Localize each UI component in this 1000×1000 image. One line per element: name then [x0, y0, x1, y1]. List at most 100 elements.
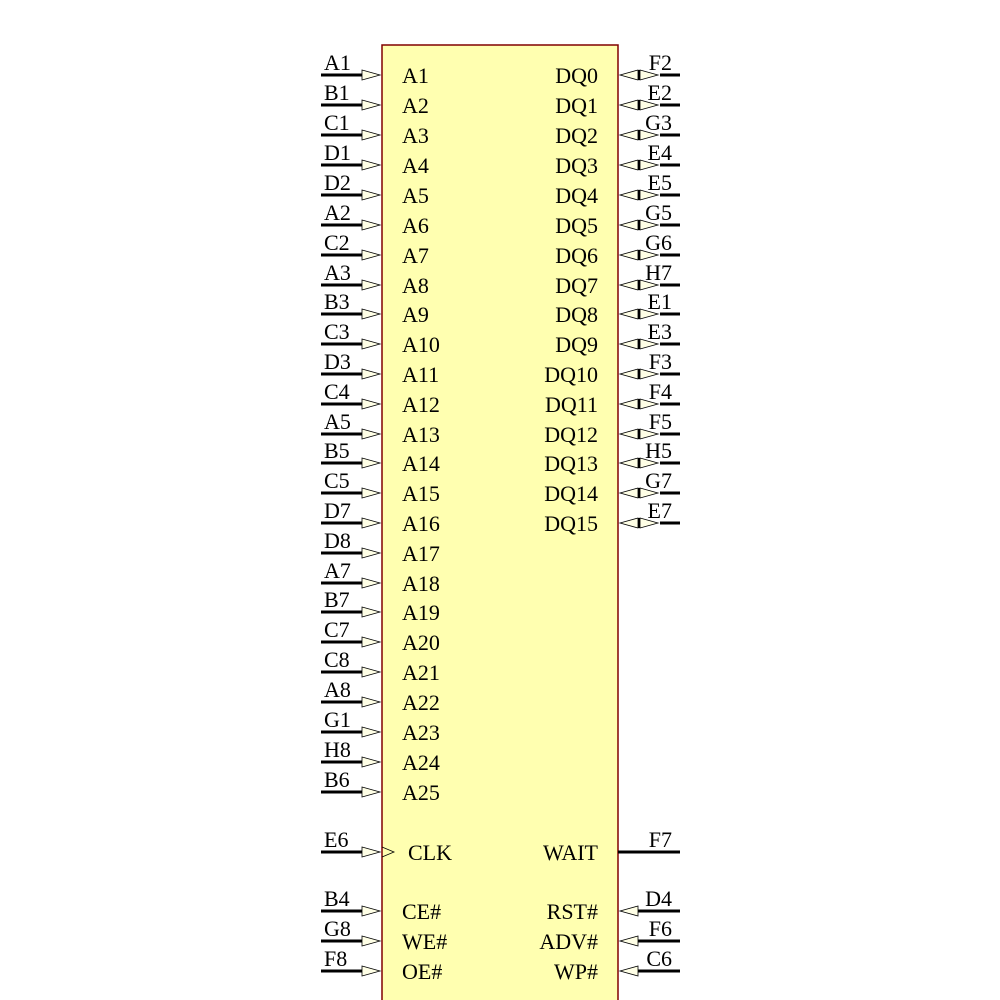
pin-label: A18	[402, 571, 440, 596]
input-arrow-icon	[361, 786, 382, 798]
component-body[interactable]	[381, 44, 619, 1000]
pin-label: WAIT	[543, 840, 599, 865]
net-label: B7	[324, 587, 350, 612]
pin-label: DQ11	[545, 392, 598, 417]
input-arrow-icon	[361, 666, 382, 678]
net-label: E3	[648, 319, 672, 344]
bidir-in-arrow-icon	[618, 129, 639, 141]
pin-label: A8	[402, 273, 429, 298]
input-arrow-icon	[361, 756, 382, 768]
pin-label: DQ14	[544, 481, 598, 506]
net-label: D4	[645, 886, 672, 911]
net-label: C8	[324, 647, 350, 672]
pin-label: A10	[402, 332, 440, 357]
net-label: B6	[324, 767, 350, 792]
net-label: F4	[649, 379, 672, 404]
net-label: E2	[648, 80, 672, 105]
input-arrow-icon	[361, 905, 382, 917]
pin-label: A3	[402, 123, 429, 148]
pin-label: DQ1	[555, 93, 598, 118]
bidir-in-arrow-icon	[618, 428, 639, 440]
input-arrow-icon	[361, 189, 382, 201]
input-arrow-icon	[361, 129, 382, 141]
pin-label: DQ6	[555, 243, 598, 268]
pin-label: A25	[402, 780, 440, 805]
net-label: E5	[648, 170, 672, 195]
pin-label: A22	[402, 690, 440, 715]
input-arrow-icon	[361, 935, 382, 947]
input-arrow-icon	[361, 398, 382, 410]
net-label: H5	[645, 438, 672, 463]
bidir-in-arrow-icon	[618, 398, 639, 410]
input-arrow-icon	[361, 428, 382, 440]
net-label: G1	[324, 707, 351, 732]
pin-label: DQ3	[555, 153, 598, 178]
bidir-in-arrow-icon	[618, 249, 639, 261]
pin-label: ADV#	[539, 929, 598, 954]
net-label: F3	[649, 349, 672, 374]
pin-label: A5	[402, 183, 429, 208]
pin-label: A14	[402, 451, 440, 476]
pin-label: DQ13	[544, 451, 598, 476]
input-arrow-icon	[361, 517, 382, 529]
net-label: C6	[646, 946, 672, 971]
net-label: C5	[324, 468, 350, 493]
pin-label: A20	[402, 630, 440, 655]
net-label: E1	[648, 289, 672, 314]
net-label: C2	[324, 230, 350, 255]
pin-label: DQ5	[555, 213, 598, 238]
pin-label: CLK	[408, 840, 452, 865]
clock-symbol-icon	[381, 846, 396, 858]
pin-label: A11	[402, 362, 439, 387]
